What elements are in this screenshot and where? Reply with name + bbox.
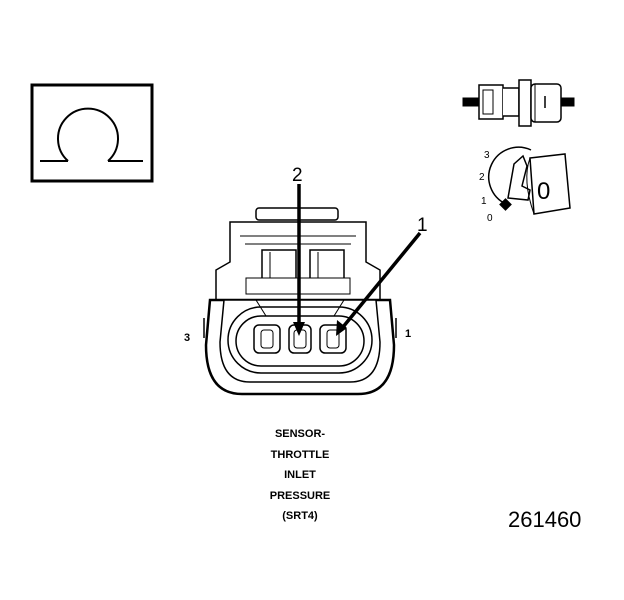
dial-mark-0: 0 (487, 213, 493, 224)
caption-line-2: THROTTLE (270, 448, 330, 461)
cavity-label-right: 1 (405, 328, 411, 340)
probe-connector-icon (462, 79, 575, 127)
caption-line-3: INLET (284, 469, 316, 481)
figure-number: 261460 (508, 507, 582, 532)
callout-arrow-pin1 (336, 231, 422, 336)
caption-line-4: PRESSURE (269, 489, 331, 502)
ohmmeter-icon (30, 83, 154, 183)
callout-label-pin1: 1 (417, 215, 428, 236)
cavity-label-left: 3 (184, 332, 190, 344)
callout-arrow-pin2 (293, 184, 305, 336)
dial-mark-2: 2 (479, 172, 485, 183)
connector-face-icon (203, 207, 397, 396)
component-caption: SENSOR- THROTTLE INLET PRESSURE (SRT4) (230, 424, 370, 527)
dial-reading: 0 (537, 178, 550, 205)
caption-line-1: SENSOR- (274, 428, 326, 440)
meter-dial-icon: 3 2 1 0 0 (479, 146, 571, 224)
dial-mark-1: 1 (481, 196, 487, 207)
callout-label-pin2: 2 (292, 165, 303, 186)
caption-line-5: (SRT4) (282, 510, 318, 522)
dial-mark-3: 3 (484, 150, 490, 161)
